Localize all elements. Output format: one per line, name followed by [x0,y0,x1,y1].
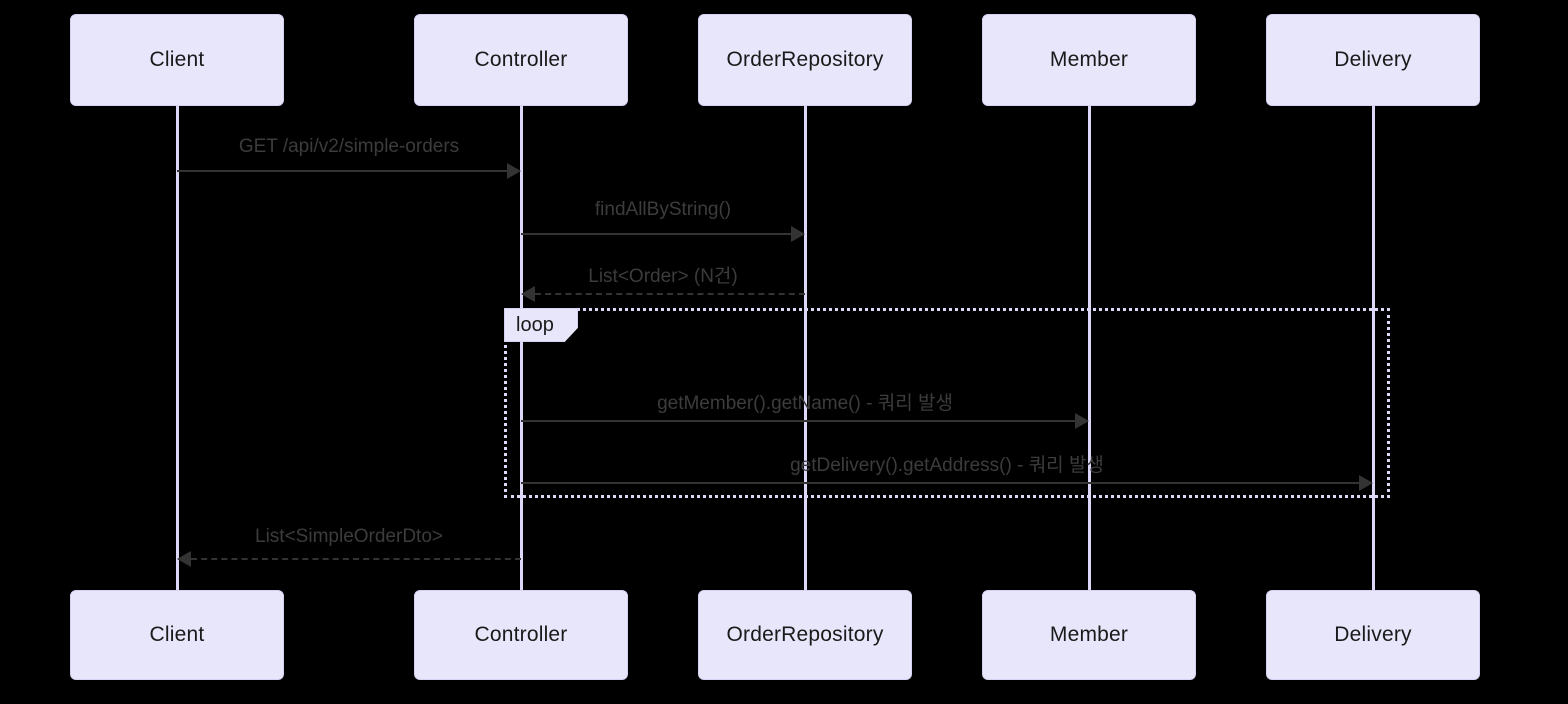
participant-label: Controller [474,623,568,646]
arrowhead-list-simple-order-dto [177,551,191,567]
message-label-get-simple-orders: GET /api/v2/simple-orders [238,136,460,157]
lifeline-delivery [1372,106,1375,590]
participant-label: Controller [474,48,568,71]
participant-label: OrderRepository [726,623,884,646]
message-label-get-delivery-get-address: getDelivery().getAddress() - 쿼리 발생 [790,455,1104,476]
message-line-list-simple-order-dto [191,558,521,560]
participant-box-member-bottom[interactable]: Member [982,590,1196,680]
message-line-get-simple-orders [177,170,507,172]
message-label-find-all-by-string: findAllByString() [594,199,732,220]
arrowhead-get-delivery-get-address [1359,475,1373,491]
message-line-get-member-get-name [521,420,1075,422]
participant-box-client-top[interactable]: Client [70,14,284,106]
message-label-list-order-return: List<Order> (N건) [588,266,738,287]
message-line-find-all-by-string [521,233,791,235]
loop-fragment-label: loop [504,308,578,342]
participant-label: Member [1049,623,1129,646]
loop-label-text: loop [516,313,554,336]
message-label-get-member-get-name: getMember().getName() - 쿼리 발생 [657,393,953,414]
participant-label: Client [149,623,205,646]
message-line-get-delivery-get-address [521,482,1359,484]
participant-label: OrderRepository [726,48,884,71]
participant-label: Client [149,48,205,71]
participant-label: Member [1049,48,1129,71]
participant-label: Delivery [1334,48,1412,71]
participant-box-member-top[interactable]: Member [982,14,1196,106]
participant-box-controller-bottom[interactable]: Controller [414,590,628,680]
message-label-list-simple-order-dto: List<SimpleOrderDto> [255,526,443,547]
participant-box-orderrepository-top[interactable]: OrderRepository [698,14,912,106]
participant-box-orderrepository-bottom[interactable]: OrderRepository [698,590,912,680]
arrowhead-get-member-get-name [1075,413,1089,429]
participant-box-client-bottom[interactable]: Client [70,590,284,680]
arrowhead-list-order-return [521,286,535,302]
participant-label: Delivery [1334,623,1412,646]
participant-box-delivery-bottom[interactable]: Delivery [1266,590,1480,680]
lifeline-orderrepository [804,106,807,590]
arrowhead-find-all-by-string [791,226,805,242]
lifeline-controller [520,106,523,590]
arrowhead-get-simple-orders [507,163,521,179]
participant-box-controller-top[interactable]: Controller [414,14,628,106]
loop-fragment [504,308,1390,498]
message-line-list-order-return [535,293,805,295]
lifeline-member [1088,106,1091,590]
participant-box-delivery-top[interactable]: Delivery [1266,14,1480,106]
lifeline-client [176,106,179,590]
